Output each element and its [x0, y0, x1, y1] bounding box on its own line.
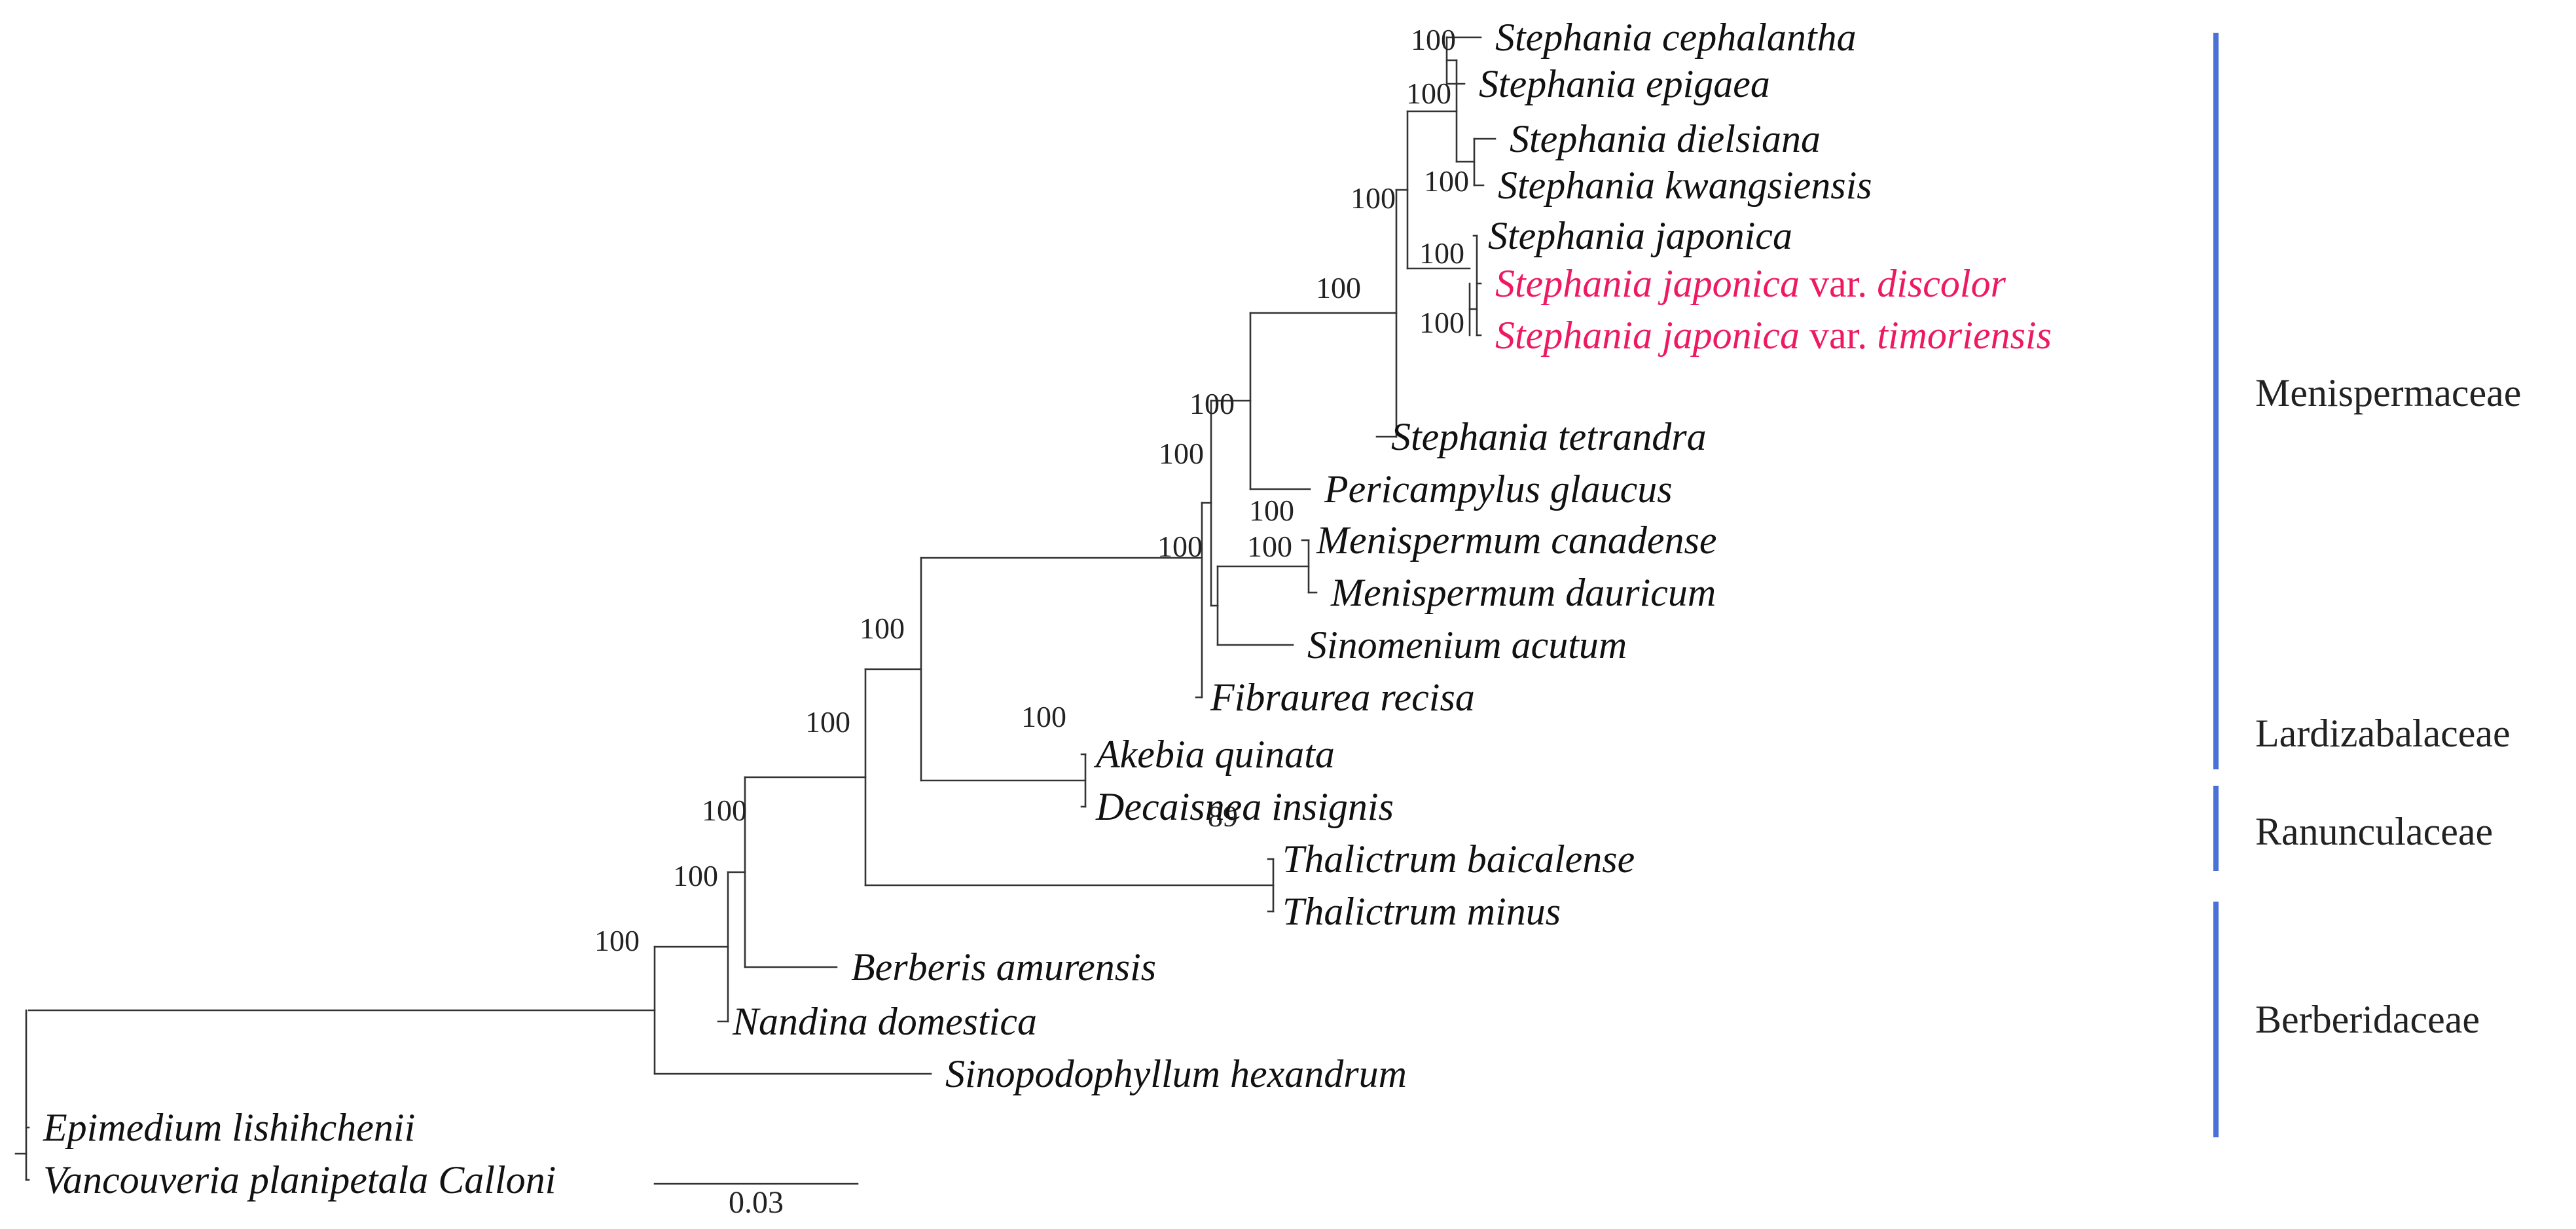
taxon-v_planipetala: Vancouveria planipetala Calloni	[43, 1158, 556, 1201]
taxon-m_canadense: Menispermum canadense	[1316, 519, 1717, 562]
taxon-s_epigaea: Stephania epigaea	[1479, 62, 1770, 105]
support-value: 100	[1406, 77, 1451, 110]
family-annotations: MenispermaceaeLardizabalaceaeRanunculace…	[2213, 33, 2521, 1137]
taxon-d_insignis: Decaisnea insignis	[1095, 785, 1394, 828]
taxon-b_amurensis: Berberis amurensis	[851, 945, 1156, 989]
support-value: 100	[1249, 494, 1294, 527]
support-value: 100	[1189, 387, 1235, 420]
support-value: 100	[1247, 530, 1292, 563]
tree-branches	[14, 36, 1497, 1181]
support-value: 100	[1424, 164, 1469, 198]
taxon-f_recisa: Fibraurea recisa	[1210, 676, 1475, 719]
support-value: 100	[1021, 700, 1066, 733]
support-value: 100	[860, 612, 905, 645]
taxon-n_domestica: Nandina domestica	[732, 1000, 1037, 1043]
taxon-s_japonica_discolor: Stephania japonica var. discolor	[1495, 262, 2006, 305]
scale-bar: 0.03	[653, 1183, 859, 1220]
family-label-ranunculaceae: Ranunculaceae	[2255, 810, 2493, 853]
taxon-s_dielsiana: Stephania dielsiana	[1510, 117, 1821, 160]
taxon-t_minus: Thalictrum minus	[1282, 890, 1561, 933]
support-value: 100	[805, 705, 850, 739]
taxon-t_baicalense: Thalictrum baicalense	[1282, 837, 1635, 881]
taxon-m_dauricum: Menispermum dauricum	[1330, 571, 1716, 614]
taxon-s_kwangsiensis: Stephania kwangsiensis	[1498, 164, 1872, 207]
taxon-p_glaucus: Pericampylus glaucus	[1324, 468, 1673, 511]
support-value: 100	[1159, 437, 1204, 470]
support-value: 100	[1351, 181, 1396, 215]
scale-bar-label: 0.03	[729, 1185, 784, 1220]
family-label-lardizabalaceae: Lardizabalaceae	[2255, 712, 2511, 755]
support-values: 1001001001001001001001001001001001001001…	[594, 23, 1469, 957]
support-value: 100	[1419, 306, 1464, 339]
family-label-berberidaceae: Berberidaceae	[2255, 998, 2480, 1041]
support-value: 100	[1419, 236, 1464, 270]
support-value: 100	[594, 924, 640, 957]
support-value: 100	[702, 794, 747, 827]
taxon-s_tetrandra: Stephania tetrandra	[1391, 415, 1707, 458]
taxon-s_japonica: Stephania japonica	[1488, 214, 1792, 257]
taxon-e_lishihchenii: Epimedium lishihchenii	[43, 1106, 415, 1149]
taxon-s_acutum: Sinomenium acutum	[1307, 623, 1627, 667]
family-label-menispermaceae: Menispermaceae	[2255, 371, 2521, 414]
support-value: 89	[1208, 799, 1238, 833]
taxon-s_japonica_timoriensis: Stephania japonica var. timoriensis	[1495, 314, 2052, 357]
support-value: 100	[1157, 530, 1203, 563]
support-value: 100	[1411, 23, 1456, 56]
taxon-s_cephalantha: Stephania cephalantha	[1495, 16, 1857, 59]
support-value: 100	[1316, 271, 1361, 304]
support-value: 100	[673, 859, 718, 892]
taxon-a_quinata: Akebia quinata	[1093, 733, 1335, 776]
taxon-s_hexandrum: Sinopodophyllum hexandrum	[945, 1052, 1407, 1095]
